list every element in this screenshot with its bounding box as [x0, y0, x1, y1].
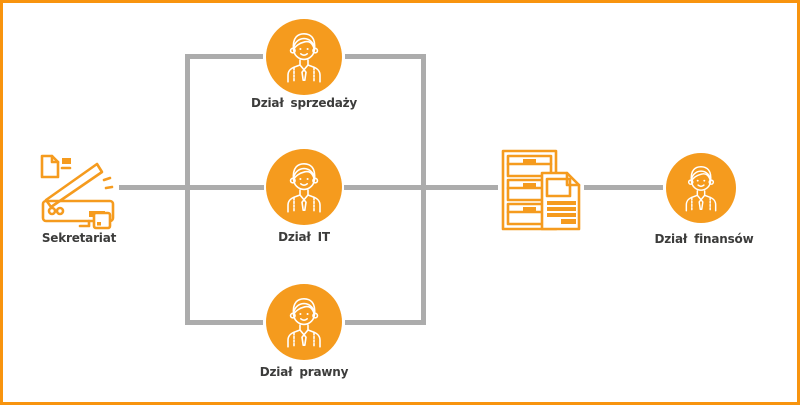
label-dzial-prawny: Dział prawny [259, 365, 349, 379]
node-dzial-sprzedazy [266, 19, 342, 95]
label-dzial-finansow: Dział finansów [654, 232, 754, 246]
connector-bottom-left [185, 320, 263, 325]
scanner-body [41, 199, 115, 223]
sparkle-marks [102, 176, 114, 190]
document-sheet [40, 154, 60, 179]
node-dzial-it [266, 149, 342, 225]
node-dzial-prawny [266, 284, 342, 360]
connector-middle-right [344, 185, 498, 190]
person-icon [685, 166, 717, 212]
person-icon [287, 33, 321, 83]
connector-top-right [345, 54, 426, 59]
connector-archive-finance [584, 185, 663, 190]
connector-middle-left [119, 185, 264, 190]
scanner-lid [44, 162, 104, 209]
person-icon [287, 163, 321, 213]
label-sekretariat: Sekretariat [41, 231, 117, 245]
scanner-icon [38, 151, 123, 235]
person-icon [287, 297, 321, 348]
document-archive-icon [495, 148, 585, 237]
label-dzial-it: Dział IT [278, 230, 330, 244]
connector-top-left [185, 54, 263, 59]
node-dzial-finansow [666, 153, 736, 223]
phone [92, 211, 112, 230]
connector-bottom-right [345, 320, 426, 325]
label-dzial-sprzedazy: Dział sprzedaży [250, 96, 358, 110]
